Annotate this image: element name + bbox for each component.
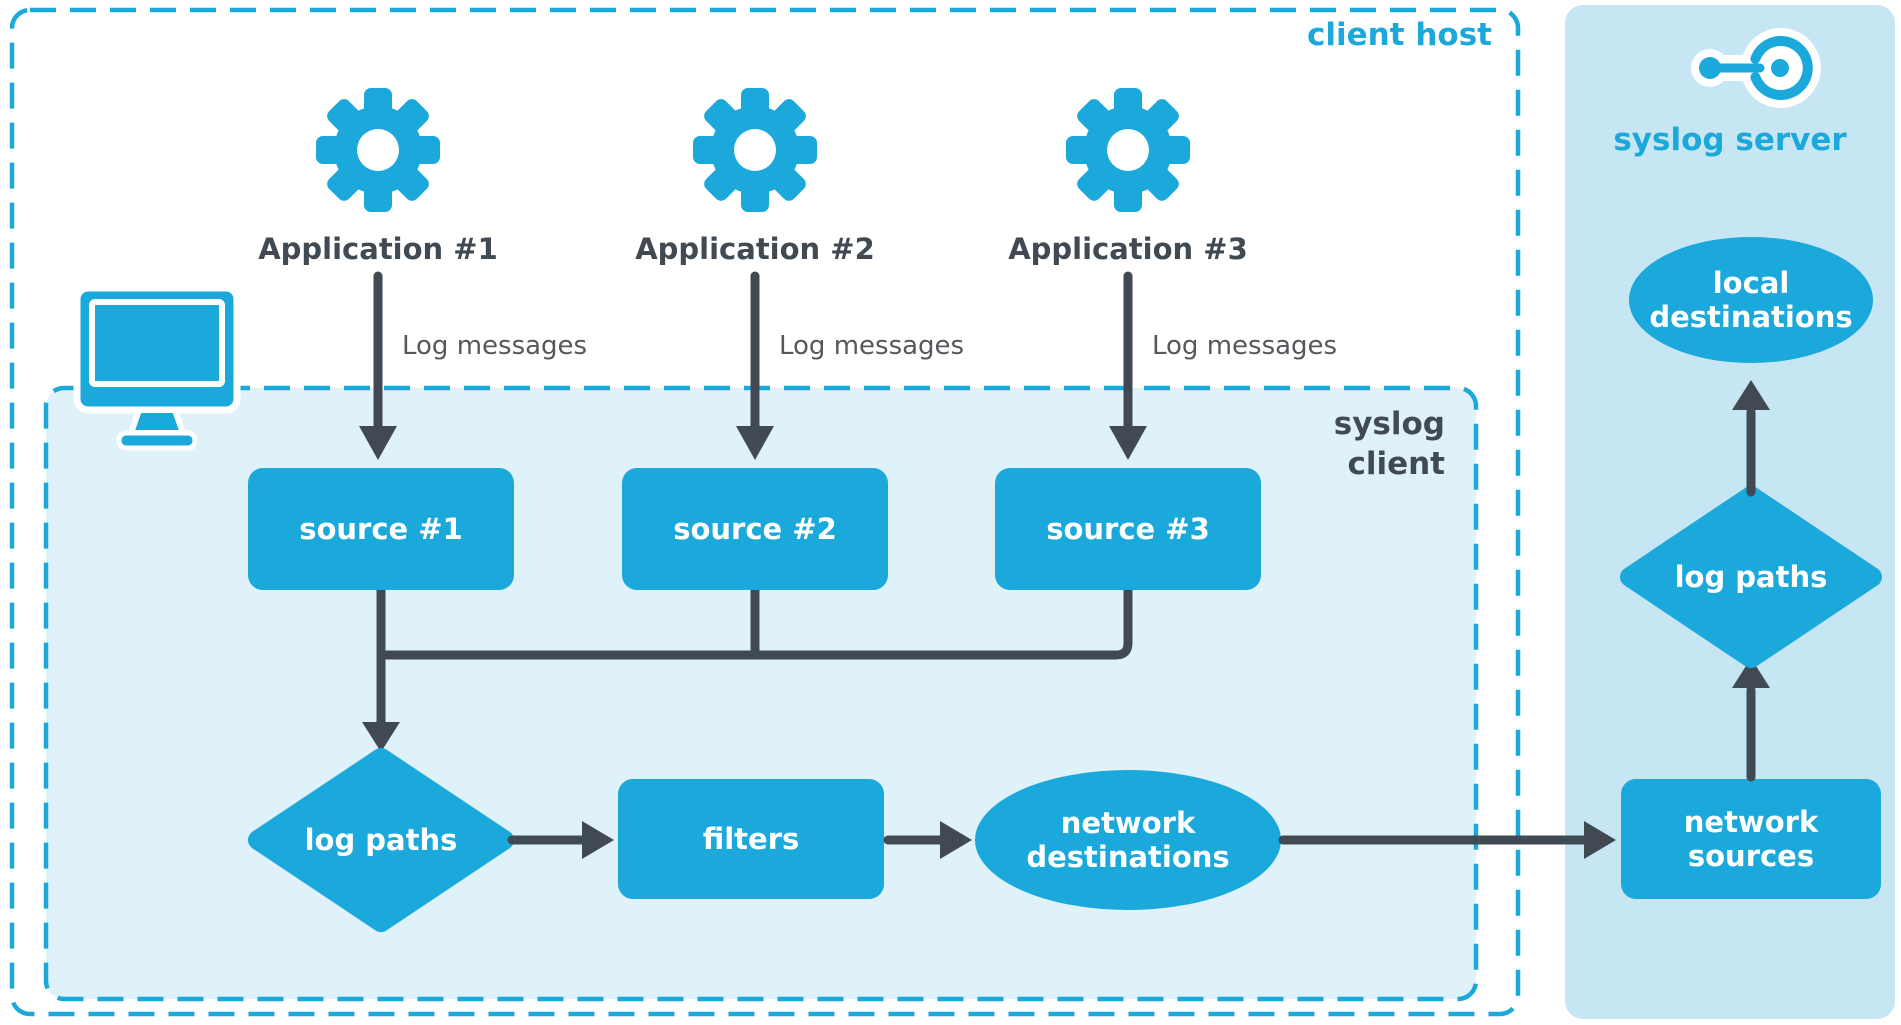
application3-gear-icon bbox=[1066, 88, 1190, 212]
syslog-client-label: syslog client bbox=[1333, 405, 1445, 482]
source1-label: source #1 bbox=[299, 511, 463, 546]
app-to-source-arrows bbox=[373, 271, 1133, 433]
filters-label: filters bbox=[702, 821, 800, 856]
arrowhead-to-logpaths bbox=[362, 722, 400, 752]
syslog-server-icon bbox=[1691, 28, 1821, 108]
source1-node bbox=[248, 468, 514, 590]
application1-label: Application #1 bbox=[258, 231, 498, 266]
local-destinations-node bbox=[1629, 237, 1873, 363]
arrowhead-app1 bbox=[359, 426, 397, 460]
log-paths-diamond-server bbox=[1620, 486, 1882, 668]
log-messages-label-2: Log messages bbox=[779, 330, 965, 361]
arrowhead-netsources bbox=[1584, 821, 1616, 859]
arrowhead-netdest bbox=[940, 821, 972, 859]
source2-node bbox=[622, 468, 888, 590]
client-host-label: client host bbox=[1307, 16, 1492, 53]
log-messages-label-1: Log messages bbox=[402, 330, 588, 361]
application2-gear-icon bbox=[693, 88, 817, 212]
arrowhead-app3 bbox=[1109, 426, 1147, 460]
monitor-icon bbox=[73, 284, 241, 451]
application3-label: Application #3 bbox=[1008, 231, 1248, 266]
filters-node bbox=[618, 779, 884, 899]
arrowhead-app2 bbox=[736, 426, 774, 460]
log-paths-server-label: log paths bbox=[1674, 559, 1828, 594]
network-sources-label: network sources bbox=[1683, 804, 1819, 873]
client-host-box bbox=[9, 7, 1521, 1017]
log-paths-client-label: log paths bbox=[304, 822, 458, 857]
syslog-server-label: syslog server bbox=[1613, 121, 1847, 158]
network-destinations-node bbox=[975, 770, 1281, 910]
application1-gear-icon bbox=[316, 88, 440, 212]
arrowhead-localdest bbox=[1732, 380, 1770, 410]
source3-node bbox=[995, 468, 1261, 590]
application2-label: Application #2 bbox=[635, 231, 875, 266]
source2-label: source #2 bbox=[673, 511, 837, 546]
log-messages-label-3: Log messages bbox=[1152, 330, 1338, 361]
line-source3-to-junction bbox=[376, 585, 1133, 660]
arrowhead-logpaths-server bbox=[1732, 658, 1770, 688]
source3-label: source #3 bbox=[1046, 511, 1210, 546]
network-sources-node bbox=[1621, 779, 1881, 899]
source-join-lines bbox=[376, 585, 1133, 731]
app-arrowheads bbox=[359, 426, 1147, 460]
arrowhead-filters bbox=[582, 821, 614, 859]
local-destinations-label: local destinations bbox=[1649, 265, 1853, 334]
log-paths-diamond-client bbox=[248, 748, 514, 932]
network-destinations-label: network destinations bbox=[1026, 805, 1230, 874]
